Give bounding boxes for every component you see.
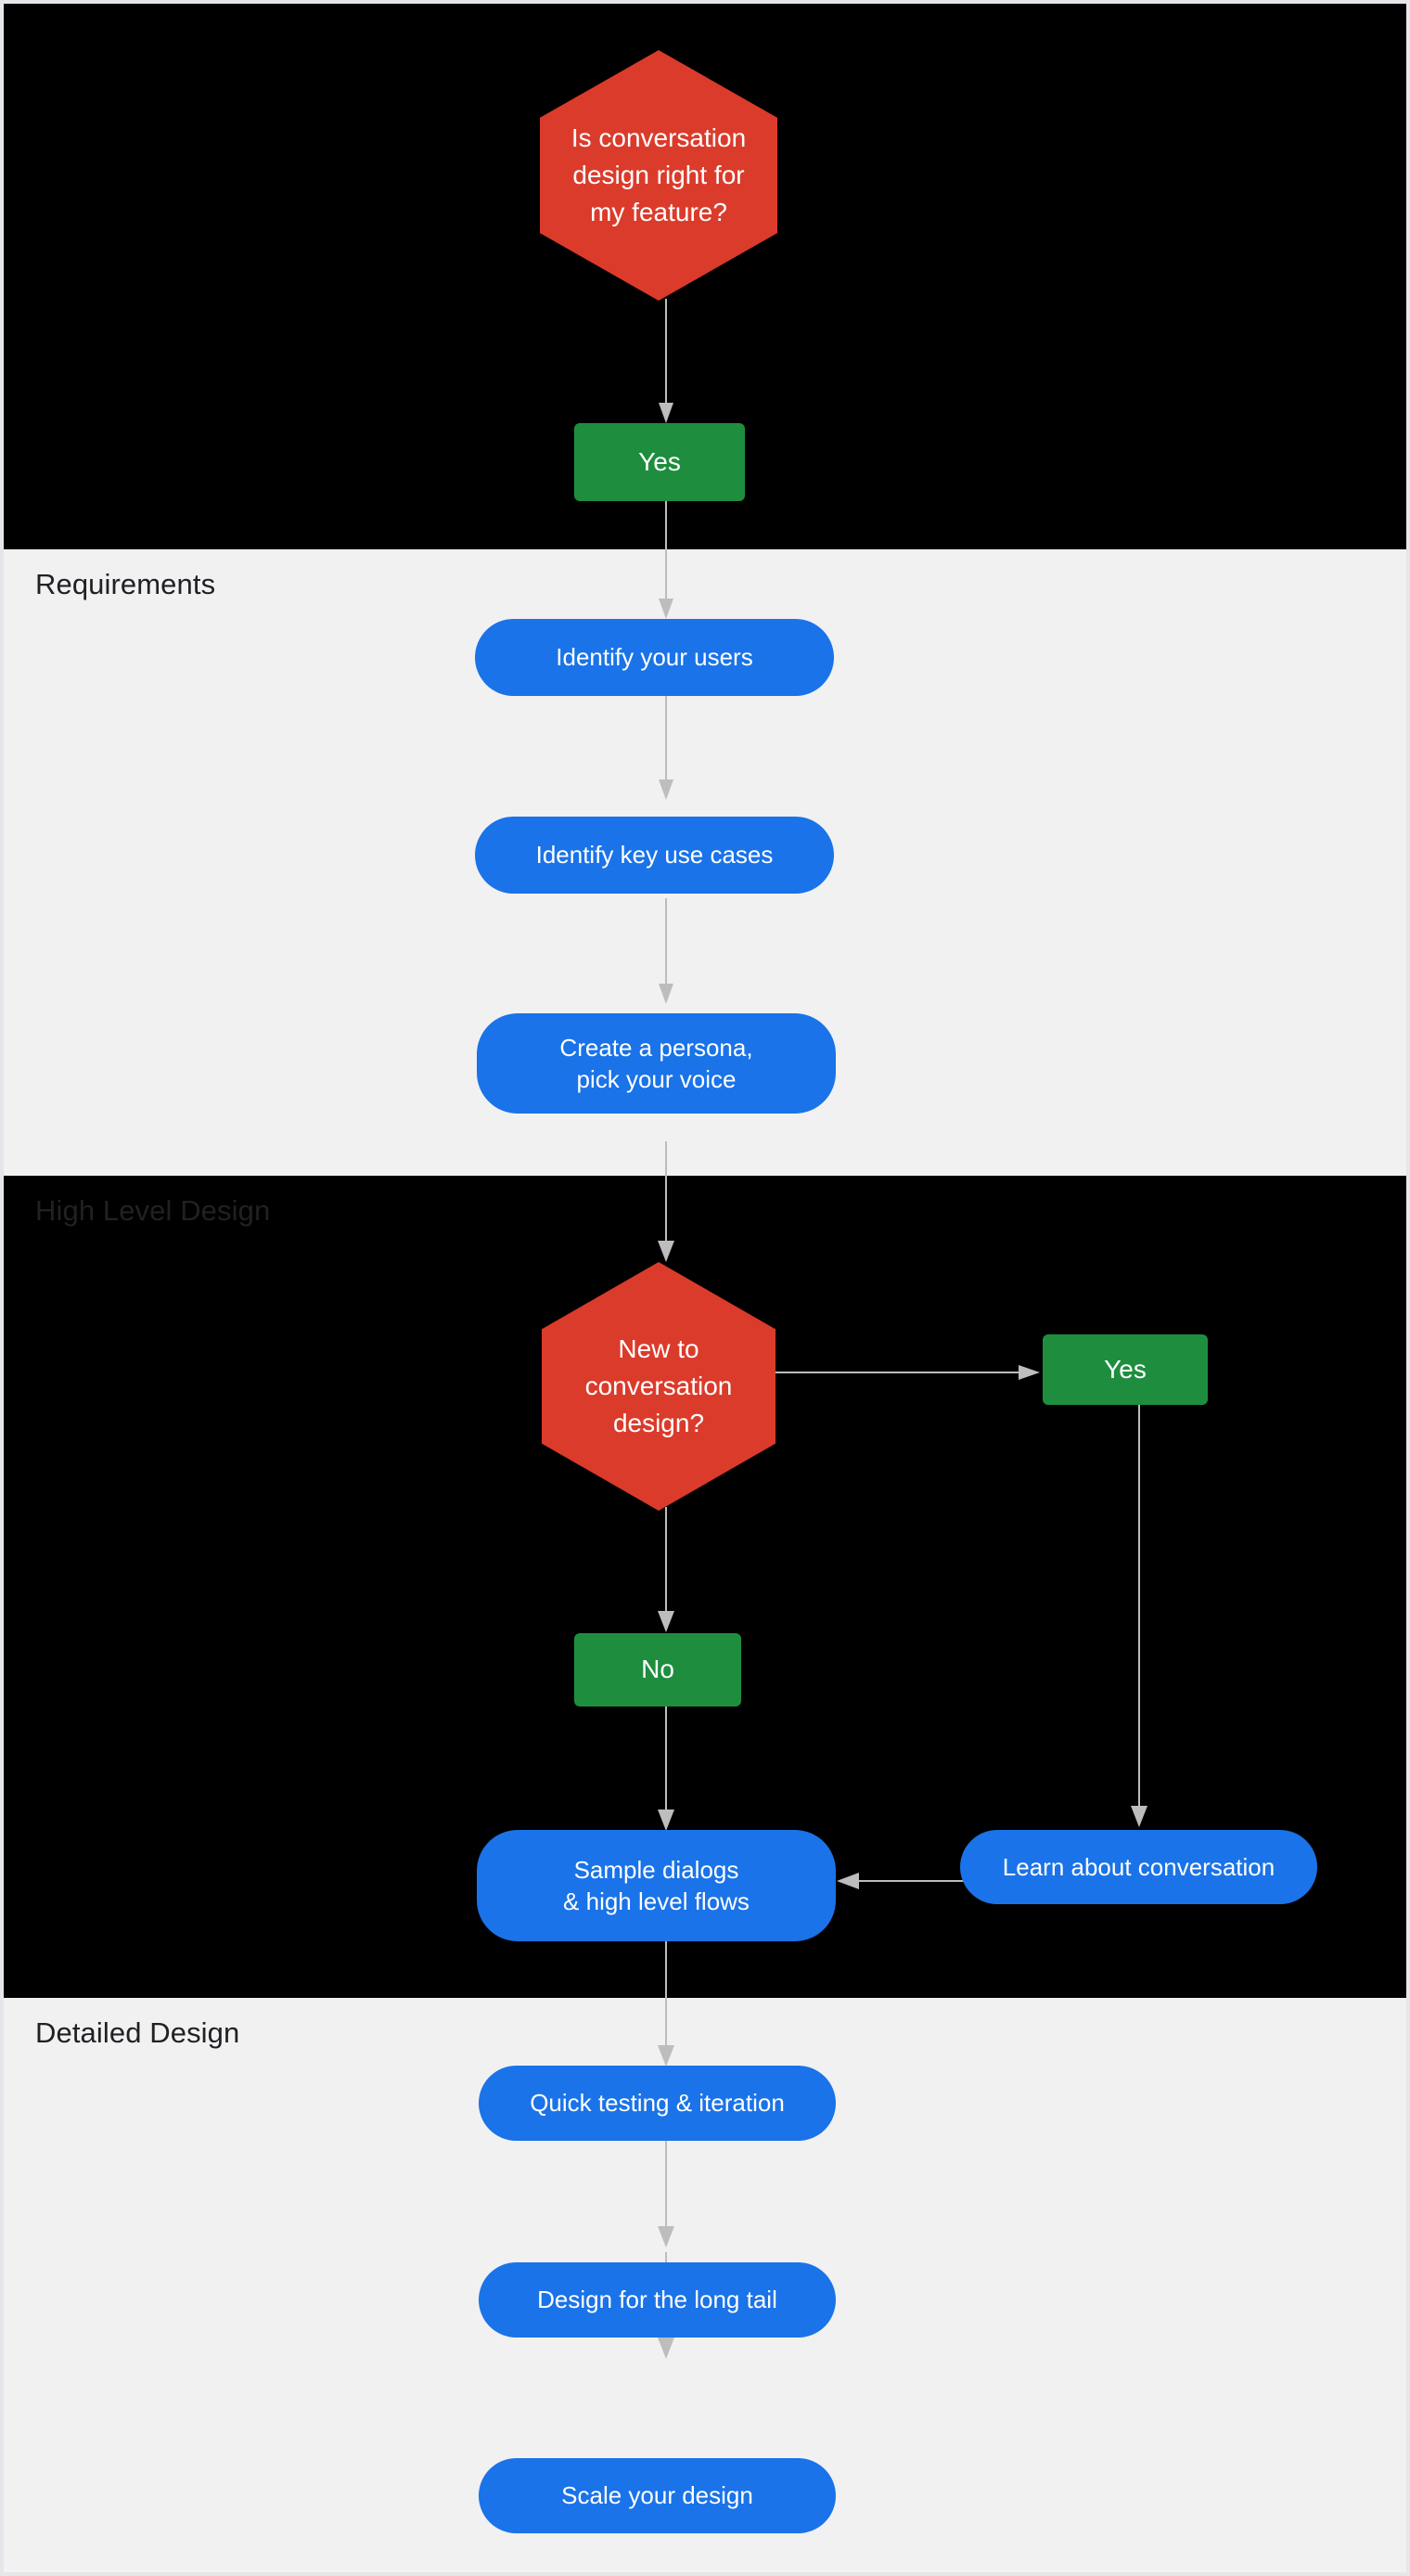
connector-samples-to-testing [647,1941,685,2071]
node-step-identify-your-users[interactable]: Identify your users [475,619,834,696]
node-label: Learn about conversation [1002,1852,1275,1881]
node-step-quick-testing-iteration[interactable]: Quick testing & iteration [479,2066,836,2141]
node-label: Sample dialogs & high level flows [563,1855,750,1915]
section-label-requirements: Requirements [35,568,216,600]
node-label: Yes [1104,1354,1147,1384]
connector-q2-to-yes2 [776,1359,1045,1386]
connector-testing-to-longtail [647,2141,685,2252]
node-step-design-for-the-long-tail[interactable]: Design for the long tail [479,2262,836,2338]
node-step-create-persona-pick-voice[interactable]: Create a persona, pick your voice [477,1013,836,1114]
node-answer-yes-2[interactable]: Yes [1043,1334,1208,1405]
connector-q2-to-no2 [647,1507,685,1637]
section-label-high-level-design: High Level Design [35,1194,271,1227]
connector-persona-to-q2 [647,1141,685,1267]
node-label: Quick testing & iteration [530,2089,785,2118]
connector-usecases-to-persona [647,898,685,1010]
node-step-sample-dialogs-high-level-flows[interactable]: Sample dialogs & high level flows [477,1830,836,1941]
connector-yes2-to-learn [1121,1405,1158,1832]
node-label: Create a persona, pick your voice [559,1033,753,1093]
connector-yes1-to-users [647,499,685,625]
node-answer-no[interactable]: No [574,1633,741,1707]
node-label: Identify key use cases [535,841,774,869]
node-label: Is conversation design right for my feat… [570,123,747,226]
connector-users-to-usecases [647,694,685,805]
node-step-learn-about-conversation[interactable]: Learn about conversation [960,1830,1317,1904]
node-step-scale-your-design[interactable]: Scale your design [479,2458,836,2533]
node-label: Design for the long tail [537,2286,777,2314]
node-label: Identify your users [556,643,753,672]
node-answer-yes-1[interactable]: Yes [574,423,745,501]
node-label: Yes [638,446,681,476]
node-step-identify-key-use-cases[interactable]: Identify key use cases [475,817,834,894]
connector-q1-to-yes1 [647,299,685,429]
node-label: Scale your design [561,2481,753,2510]
node-label: No [641,1655,674,1684]
node-label: New to conversation design? [584,1334,733,1437]
section-label-detailed-design: Detailed Design [35,2016,240,2049]
connector-no2-to-samples [647,1706,685,1835]
